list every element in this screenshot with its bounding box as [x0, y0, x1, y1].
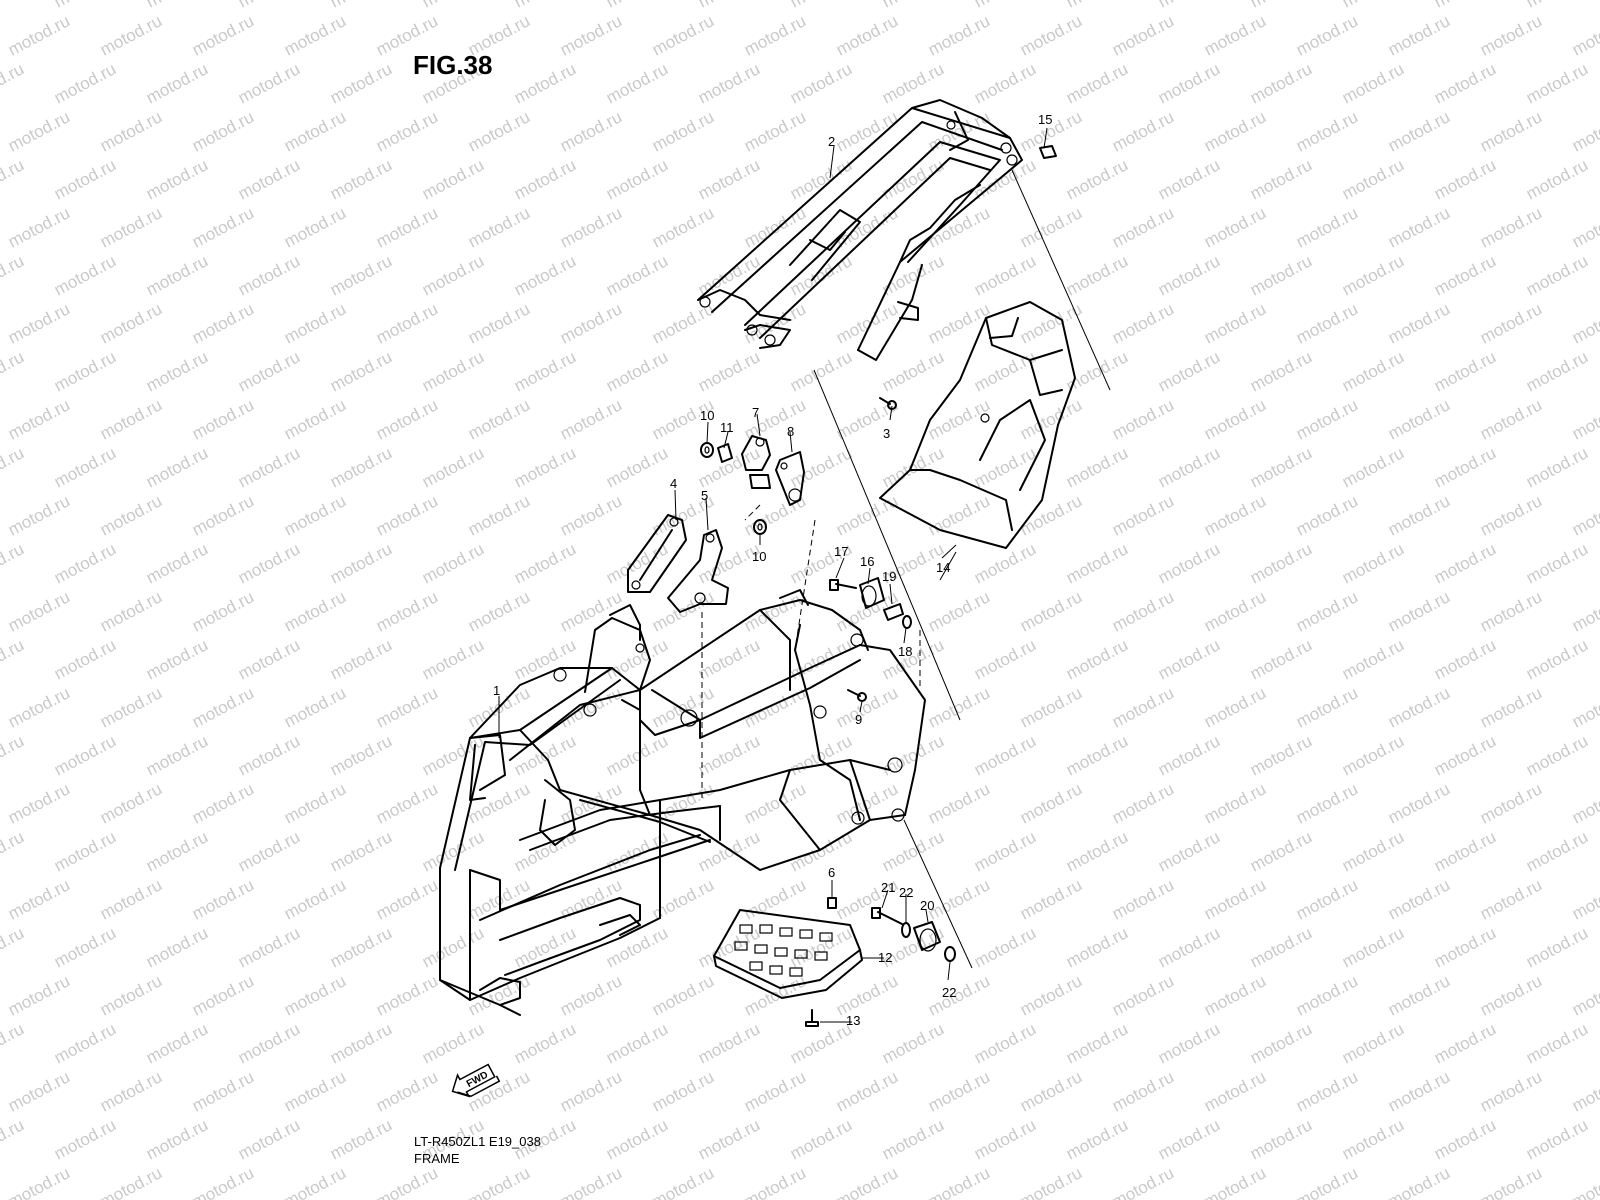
callout-21: 21 — [881, 880, 895, 895]
main-frame — [439, 589, 926, 1016]
bracket-7 — [741, 435, 771, 489]
callout-14: 14 — [936, 560, 950, 575]
washer-10-upper — [700, 442, 714, 458]
callout-12: 12 — [878, 950, 892, 965]
washer-10-lower — [753, 519, 767, 535]
callout-16: 16 — [860, 554, 874, 569]
leader-lines — [498, 127, 1111, 1023]
bracket-8 — [775, 451, 805, 506]
callout-22-upper: 22 — [899, 885, 913, 900]
callout-10-upper: 10 — [700, 408, 714, 423]
callout-6: 6 — [828, 865, 835, 880]
callout-17: 17 — [834, 544, 848, 559]
callout-2: 2 — [828, 134, 835, 149]
callout-labels: 1 2 3 4 5 6 7 8 9 10 10 11 12 13 14 15 1… — [493, 112, 1052, 1028]
bracket-5 — [667, 529, 729, 613]
footrest — [713, 909, 863, 999]
forward-direction-arrow: FWD — [451, 1063, 501, 1098]
callout-11: 11 — [720, 420, 734, 435]
callout-3: 3 — [883, 426, 890, 441]
bolt-9 — [847, 689, 867, 702]
bolt-3 — [879, 397, 897, 410]
callout-4: 4 — [670, 476, 677, 491]
collar-11 — [717, 443, 733, 463]
callout-18: 18 — [898, 644, 912, 659]
fwd-label: FWD — [465, 1070, 490, 1090]
bolt-21 — [871, 907, 903, 925]
callout-13: 13 — [846, 1013, 860, 1028]
bracket-4 — [627, 514, 687, 593]
callout-15: 15 — [1038, 112, 1052, 127]
callout-20: 20 — [920, 898, 934, 913]
washer-18 — [902, 615, 912, 629]
bolt-13 — [805, 1009, 819, 1027]
figure-name: FRAME — [414, 1151, 460, 1166]
callout-5: 5 — [701, 488, 708, 503]
callout-8: 8 — [787, 424, 794, 439]
washer-22-upper — [901, 922, 911, 938]
model-code: LT-R450ZL1 E19_038 — [414, 1134, 541, 1149]
callout-10-lower: 10 — [752, 549, 766, 564]
nut-15 — [1039, 145, 1057, 159]
callout-9: 9 — [855, 712, 862, 727]
washer-22-lower — [944, 946, 956, 962]
figure-title: FIG.38 — [413, 50, 493, 80]
callout-22-lower: 22 — [942, 985, 956, 1000]
bushing-16 — [859, 577, 885, 609]
rear-subframe — [697, 99, 1023, 361]
callout-1: 1 — [493, 683, 500, 698]
bolt-17 — [829, 579, 857, 591]
bolt-6 — [827, 897, 837, 909]
bushing-20 — [913, 921, 941, 952]
collar-19 — [883, 603, 904, 621]
callout-7: 7 — [752, 405, 759, 420]
callout-19: 19 — [882, 569, 896, 584]
rear-fender — [879, 301, 1076, 549]
